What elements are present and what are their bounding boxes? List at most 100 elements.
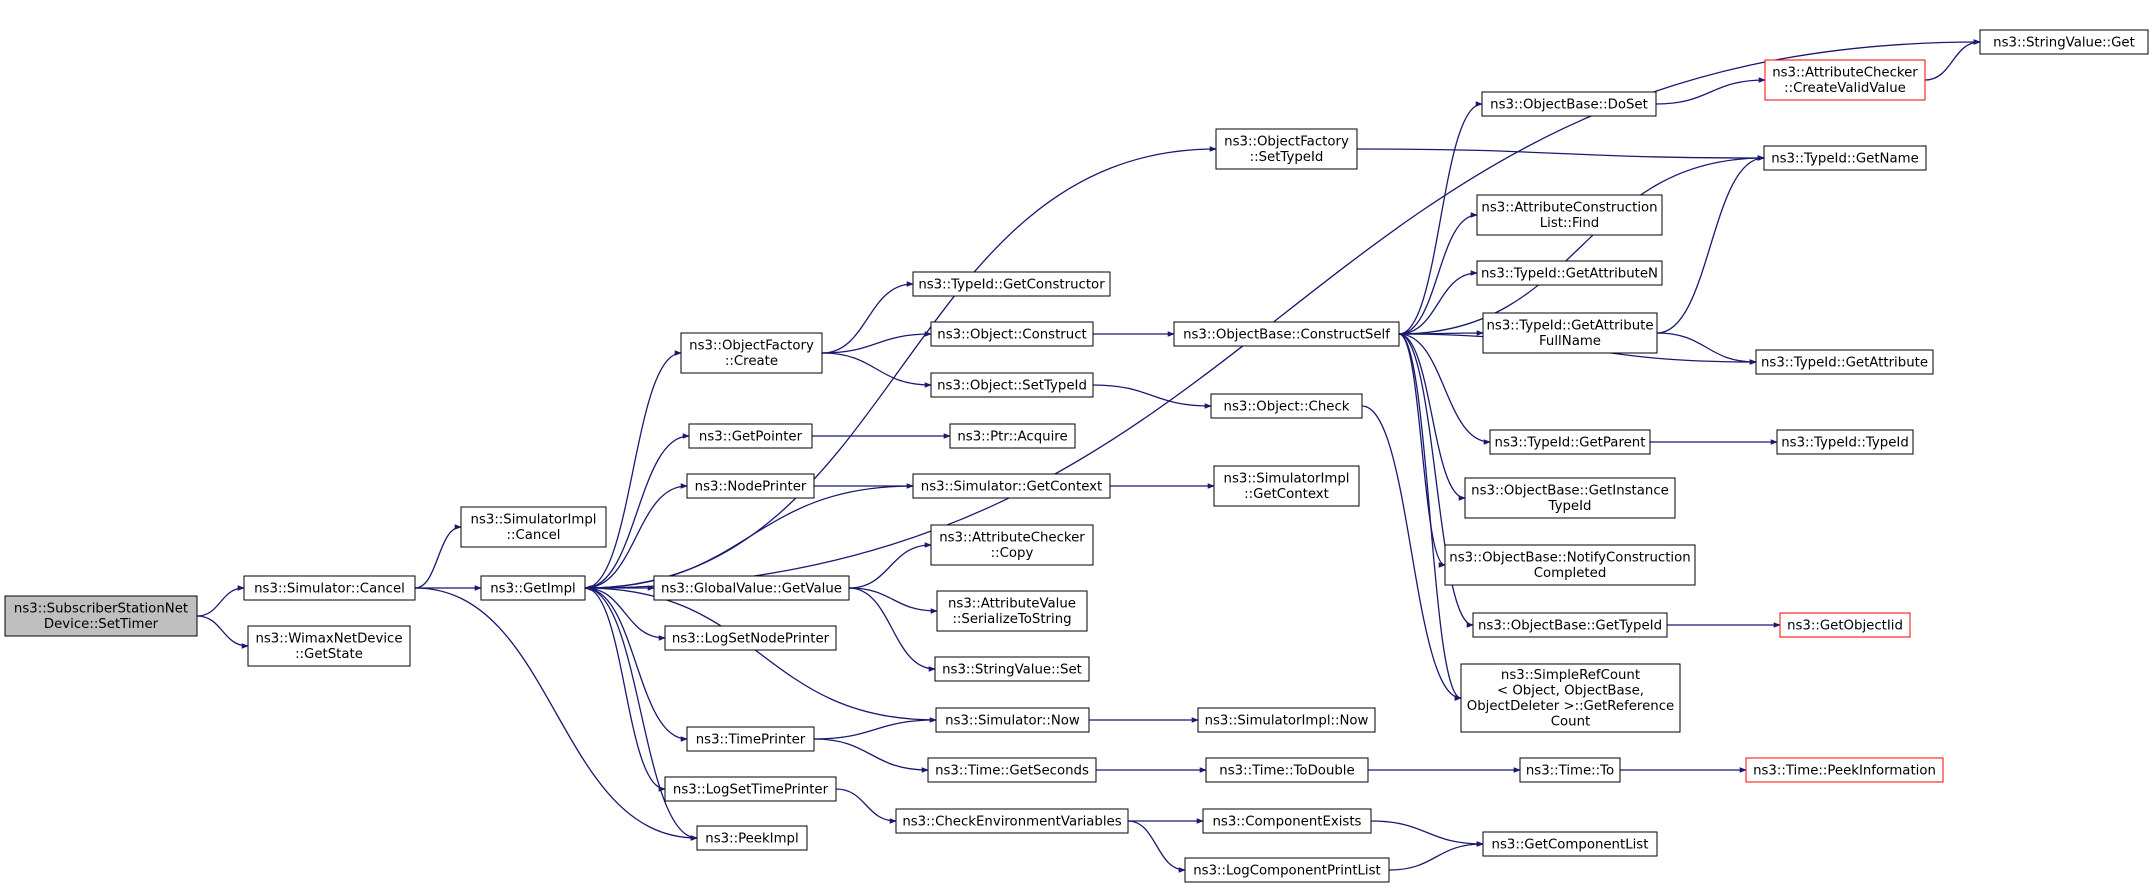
call-edge-getimpl-to-logsetnodeprinter xyxy=(584,587,666,641)
call-edge-objbase_constructself-to-typeid_getattributen xyxy=(1398,270,1478,335)
call-edge-timeprinter-to-time_getseconds xyxy=(813,738,929,773)
node-box xyxy=(1481,91,1657,117)
node-logsettimeprinter[interactable]: ns3::LogSetTimePrinter xyxy=(664,776,837,802)
function-nodes: ns3::SubscriberStationNetDevice::SetTime… xyxy=(4,29,2149,883)
node-object-construct[interactable]: ns3::Object::Construct xyxy=(930,321,1094,347)
node-typeid-getname[interactable]: ns3::TypeId::GetName xyxy=(1763,145,1927,171)
call-edge-getimpl-to-stringvalue_get xyxy=(584,39,1981,589)
node-objfactory-settypeid[interactable]: ns3::ObjectFactory::SetTypeId xyxy=(1215,128,1358,170)
node-label: ns3::Ptr::Acquire xyxy=(957,429,1067,444)
node-typeid-getattributen[interactable]: ns3::TypeId::GetAttributeN xyxy=(1476,260,1663,286)
node-label: ns3::TypeId::GetConstructor xyxy=(918,277,1105,292)
node-label: ns3::TypeId::GetAttributeN xyxy=(1481,266,1658,281)
node-simplerefcount[interactable]: ns3::SimpleRefCount< Object, ObjectBase,… xyxy=(1460,663,1681,733)
node-getimpl[interactable]: ns3::GetImpl xyxy=(480,575,586,601)
call-edge-objbase_constructself-to-objbase_getinstancetypeid xyxy=(1398,333,1466,501)
node-getobjectiid[interactable]: ns3::GetObjectIid xyxy=(1779,612,1911,638)
node-label: ObjectDeleter >::GetReference xyxy=(1467,699,1674,714)
call-edge-objfactory_create-to-object_construct xyxy=(821,331,932,354)
node-label: ns3::ObjectFactory xyxy=(689,339,814,354)
node-attrchecker-copy[interactable]: ns3::AttributeChecker::Copy xyxy=(930,524,1094,566)
node-box xyxy=(1472,612,1668,638)
node-stringvalue-get[interactable]: ns3::StringValue::Get xyxy=(1979,29,2149,55)
call-edge-objbase_constructself-to-objbase_notifyconstruction xyxy=(1398,333,1446,568)
node-typeid-getparent[interactable]: ns3::TypeId::GetParent xyxy=(1489,429,1651,455)
node-time-to[interactable]: ns3::Time::To xyxy=(1519,757,1621,783)
node-box xyxy=(912,271,1111,297)
call-edge-sim_cancel-to-simimpl_cancel xyxy=(414,524,462,589)
node-typeid-getattribute[interactable]: ns3::TypeId::GetAttribute xyxy=(1755,349,1934,375)
node-peekimpl[interactable]: ns3::PeekImpl xyxy=(696,825,808,851)
node-box xyxy=(1173,321,1400,347)
node-time-peekinformation[interactable]: ns3::Time::PeekInformation xyxy=(1745,757,1944,783)
node-objfactory-create[interactable]: ns3::ObjectFactory::Create xyxy=(680,332,823,374)
node-checkenv[interactable]: ns3::CheckEnvironmentVariables xyxy=(895,808,1129,834)
node-typeid-getconstructor[interactable]: ns3::TypeId::GetConstructor xyxy=(912,271,1111,297)
node-label: ::Copy xyxy=(991,546,1034,561)
node-logcomponentprintlist[interactable]: ns3::LogComponentPrintList xyxy=(1184,857,1390,883)
node-sim-cancel[interactable]: ns3::Simulator::Cancel xyxy=(243,575,416,601)
node-timeprinter[interactable]: ns3::TimePrinter xyxy=(686,726,815,752)
node-label: ns3::LogSetTimePrinter xyxy=(673,782,829,797)
node-typeid-typeid[interactable]: ns3::TypeId::TypeId xyxy=(1776,429,1914,455)
node-getpointer[interactable]: ns3::GetPointer xyxy=(688,423,813,449)
node-box xyxy=(930,524,1094,566)
node-sim-getcontext[interactable]: ns3::Simulator::GetContext xyxy=(912,473,1111,499)
node-box xyxy=(1476,194,1663,236)
node-label: ns3::AttributeValue xyxy=(948,597,1076,612)
call-edge-object_check-to-simplerefcount xyxy=(1361,405,1462,701)
node-componentexists[interactable]: ns3::ComponentExists xyxy=(1202,808,1372,834)
node-stringvalue-set[interactable]: ns3::StringValue::Set xyxy=(934,656,1090,682)
node-objbase-constructself[interactable]: ns3::ObjectBase::ConstructSelf xyxy=(1173,321,1400,347)
node-label: ns3::GetImpl xyxy=(490,581,575,596)
node-simimpl-getcontext[interactable]: ns3::SimulatorImpl::GetContext xyxy=(1213,465,1360,507)
node-label: ns3::AttributeChecker xyxy=(939,531,1085,546)
node-simimpl-now[interactable]: ns3::SimulatorImpl::Now xyxy=(1197,707,1376,733)
node-objbase-notifyconstruction[interactable]: ns3::ObjectBase::NotifyConstructionCompl… xyxy=(1444,544,1696,586)
call-edge-gv_getvalue-to-stringvalue_set xyxy=(848,587,936,672)
node-label: ns3::TypeId::GetName xyxy=(1771,151,1919,166)
node-gv-getvalue[interactable]: ns3::GlobalValue::GetValue xyxy=(653,575,850,601)
node-label: ns3::GetComponentList xyxy=(1492,837,1649,852)
node-getcomponentlist[interactable]: ns3::GetComponentList xyxy=(1482,831,1658,857)
call-edge-gv_getvalue-to-attrchecker_copy xyxy=(848,542,932,589)
node-label: ::GetContext xyxy=(1244,487,1329,502)
node-label: ns3::SimulatorImpl xyxy=(471,513,597,528)
node-label: ns3::LogComponentPrintList xyxy=(1193,863,1381,878)
node-ptr-acquire[interactable]: ns3::Ptr::Acquire xyxy=(949,423,1076,449)
node-box xyxy=(895,808,1129,834)
call-edge-getimpl-to-getpointer xyxy=(584,433,690,589)
node-box xyxy=(936,590,1088,632)
node-time-getseconds[interactable]: ns3::Time::GetSeconds xyxy=(927,757,1097,783)
node-logsetnodeprinter[interactable]: ns3::LogSetNodePrinter xyxy=(664,625,837,651)
node-object-check[interactable]: ns3::Object::Check xyxy=(1210,393,1363,419)
node-box xyxy=(1184,857,1390,883)
node-time-todouble[interactable]: ns3::Time::ToDouble xyxy=(1205,757,1369,783)
node-attrchecker-createvalid[interactable]: ns3::AttributeChecker::CreateValidValue xyxy=(1764,59,1926,101)
node-label: ns3::TypeId::GetAttribute xyxy=(1486,319,1653,334)
node-object-settypeid[interactable]: ns3::Object::SetTypeId xyxy=(930,372,1094,398)
node-label: ns3::ObjectBase::NotifyConstruction xyxy=(1449,551,1690,566)
node-label: ns3::Time::To xyxy=(1526,763,1614,778)
node-sim-now[interactable]: ns3::Simulator::Now xyxy=(935,707,1090,733)
node-objbase-doset[interactable]: ns3::ObjectBase::DoSet xyxy=(1481,91,1657,117)
node-objbase-gettypeid[interactable]: ns3::ObjectBase::GetTypeId xyxy=(1472,612,1668,638)
node-nodeprinter[interactable]: ns3::NodePrinter xyxy=(686,473,815,499)
node-label: ns3::TimePrinter xyxy=(696,732,806,747)
node-attrvalue-serialize[interactable]: ns3::AttributeValue::SerializeToString xyxy=(936,590,1088,632)
node-wimax-getstate[interactable]: ns3::WimaxNetDevice::GetState xyxy=(247,625,411,667)
node-label: ns3::SimpleRefCount xyxy=(1501,668,1640,683)
call-edge-logcomponentprintlist-to-getcomponentlist xyxy=(1388,841,1484,871)
node-label: ns3::TypeId::TypeId xyxy=(1781,435,1909,450)
node-label: ns3::SimulatorImpl xyxy=(1224,472,1350,487)
node-label: ns3::ObjectBase::ConstructSelf xyxy=(1183,327,1390,342)
call-edge-set_timer-to-sim_cancel xyxy=(196,585,245,617)
node-simimpl-cancel[interactable]: ns3::SimulatorImpl::Cancel xyxy=(460,506,607,548)
node-label: ::SetTypeId xyxy=(1250,150,1324,165)
call-edge-attrchecker_createvalid-to-stringvalue_get xyxy=(1924,39,1981,81)
node-label: ns3::StringValue::Set xyxy=(942,662,1082,677)
